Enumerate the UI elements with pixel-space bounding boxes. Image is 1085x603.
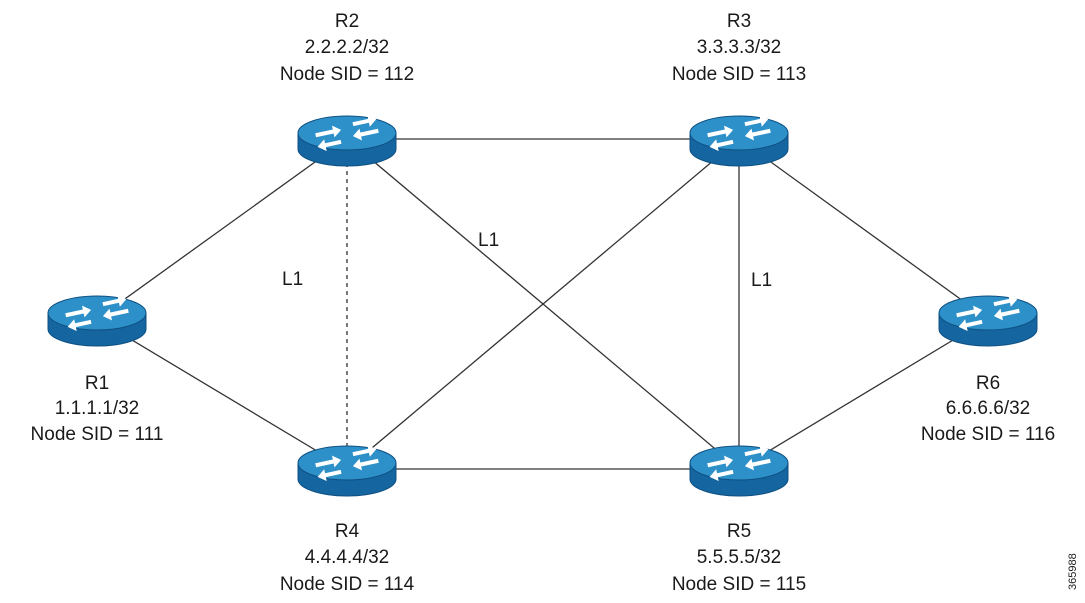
r1-router-icon bbox=[47, 294, 147, 347]
r5-prefix: 5.5.5.5/32 bbox=[697, 547, 782, 568]
link-r4-r3 bbox=[346, 138, 740, 470]
r2-prefix: 2.2.2.2/32 bbox=[305, 37, 390, 58]
r1-name: R1 bbox=[85, 373, 109, 394]
link-r3-r6 bbox=[738, 138, 989, 320]
r3-router-icon bbox=[689, 114, 789, 167]
r6-name: R6 bbox=[976, 373, 1000, 394]
r6-router-icon bbox=[938, 294, 1038, 347]
r4-router-icon bbox=[297, 444, 397, 497]
r1-node-sid: Node SID = 111 bbox=[31, 424, 164, 445]
r4-node-sid: Node SID = 114 bbox=[280, 574, 415, 595]
r3-prefix: 3.3.3.3/32 bbox=[697, 37, 782, 58]
links-layer bbox=[96, 138, 989, 470]
r6-node-sid: Node SID = 116 bbox=[921, 424, 1055, 445]
r5-node-sid: Node SID = 115 bbox=[672, 574, 806, 595]
r1-prefix: 1.1.1.1/32 bbox=[55, 398, 140, 419]
link-label-l1-left: L1 bbox=[282, 269, 303, 290]
r5-name: R5 bbox=[727, 521, 751, 542]
link-r1-r4 bbox=[96, 318, 348, 470]
r3-name: R3 bbox=[727, 11, 751, 32]
r5-router-icon bbox=[689, 444, 789, 497]
link-label-l1-center: L1 bbox=[478, 230, 499, 251]
r4-prefix: 4.4.4.4/32 bbox=[305, 547, 390, 568]
figure-id: 365988 bbox=[1067, 553, 1079, 590]
link-r1-r2 bbox=[96, 138, 348, 320]
r6-prefix: 6.6.6.6/32 bbox=[946, 398, 1031, 419]
r2-name: R2 bbox=[335, 11, 359, 32]
r4-name: R4 bbox=[335, 521, 360, 542]
r2-node-sid: Node SID = 112 bbox=[280, 64, 414, 85]
r3-node-sid: Node SID = 113 bbox=[672, 64, 806, 85]
r2-router-icon bbox=[297, 114, 397, 167]
link-r5-r6 bbox=[738, 318, 989, 470]
routers-layer bbox=[47, 114, 1038, 497]
link-label-l1-right: L1 bbox=[751, 270, 772, 291]
